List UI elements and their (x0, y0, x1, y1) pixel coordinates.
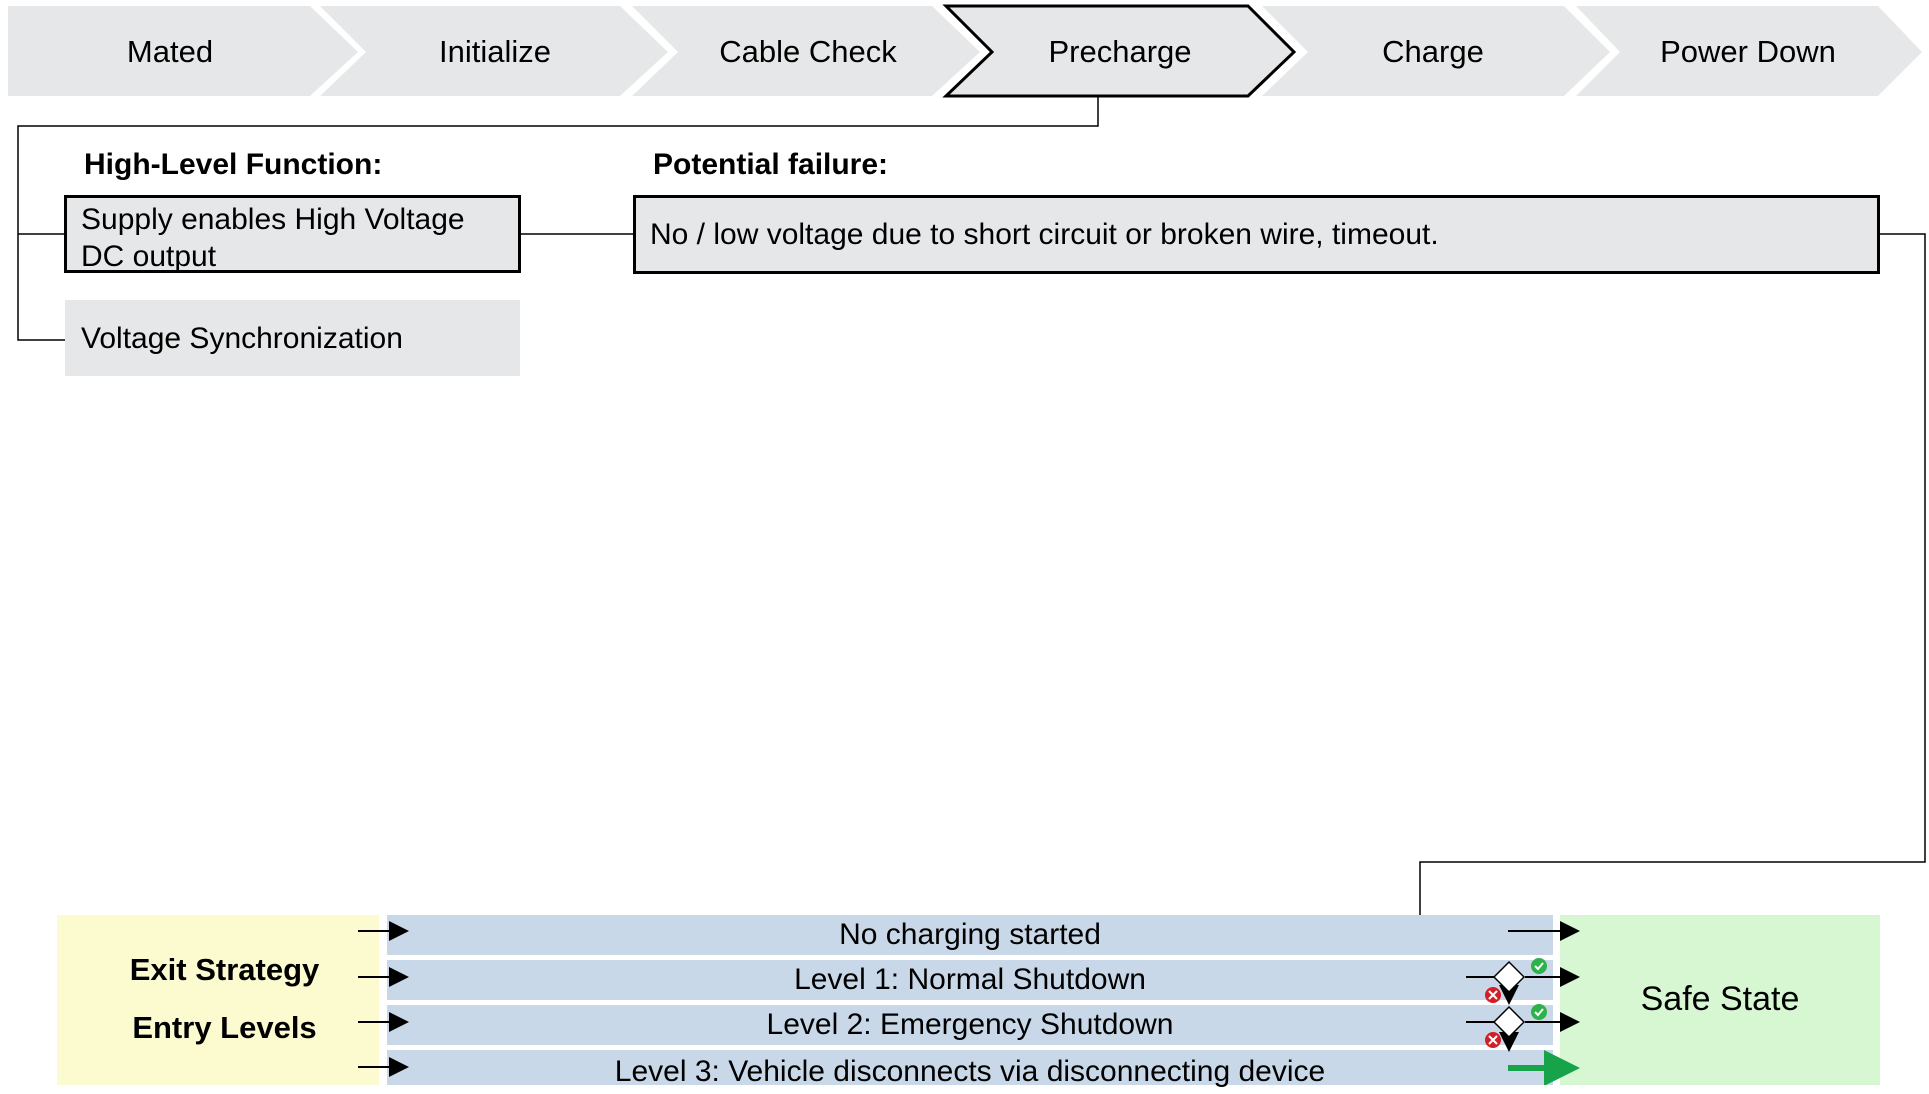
level-lane-level-3[interactable]: Level 3: Vehicle disconnects via disconn… (387, 1050, 1553, 1088)
level-lane-no-charging[interactable]: No charging started (387, 915, 1553, 955)
level-label: Level 1: Normal Shutdown (794, 963, 1146, 996)
check-icon (1531, 958, 1547, 974)
level-lane-level-2[interactable]: Level 2: Emergency Shutdown (387, 1005, 1553, 1045)
exit-strategy-panel (57, 915, 379, 1085)
step-label-initialize: Initialize (439, 34, 551, 69)
potential-failure-heading: Potential failure: (653, 148, 889, 181)
step-label-cable-check: Cable Check (719, 34, 897, 69)
level-lane-level-1[interactable]: Level 1: Normal Shutdown (387, 960, 1553, 1000)
exit-strategy-label: Exit Strategy (129, 952, 320, 987)
high-level-function-heading: High-Level Function: (84, 148, 383, 181)
level-label: No charging started (839, 918, 1101, 951)
check-icon (1531, 1004, 1547, 1020)
step-chevron-mated[interactable] (8, 6, 358, 96)
function-box-hv-output[interactable]: Supply enables High Voltage DC output (64, 195, 521, 273)
step-chevron-cable-check[interactable] (632, 6, 980, 96)
step-label-power-down: Power Down (1660, 34, 1836, 69)
function-box-label: Voltage Synchronization (81, 322, 403, 355)
function-box-line2: DC output (81, 240, 217, 273)
decision-diamond-icon (1492, 1005, 1526, 1039)
entry-levels-label: Entry Levels (132, 1010, 317, 1045)
step-label-charge: Charge (1382, 34, 1484, 69)
step-chevron-power-down[interactable] (1576, 6, 1922, 96)
level-label: Level 3: Vehicle disconnects via disconn… (614, 1055, 1326, 1088)
step-chevron-precharge[interactable] (942, 4, 1297, 98)
step-label-mated: Mated (126, 34, 214, 69)
safe-state-panel[interactable] (1560, 915, 1880, 1085)
step-chevron-charge[interactable] (1262, 6, 1610, 96)
function-box-line1: Supply enables High Voltage (81, 203, 465, 236)
cross-icon (1485, 987, 1501, 1003)
decision-diamond-icon (1492, 960, 1526, 994)
function-box-voltage-sync[interactable]: Voltage Synchronization (65, 300, 520, 376)
level-label: Level 2: Emergency Shutdown (766, 1008, 1174, 1041)
cross-icon (1485, 1032, 1501, 1048)
safe-state-label: Safe State (1640, 980, 1800, 1018)
step-chevron-initialize[interactable] (320, 6, 668, 96)
step-label-precharge: Precharge (1048, 34, 1192, 69)
failure-text: No / low voltage due to short circuit or… (650, 218, 1439, 251)
failure-box[interactable]: No / low voltage due to short circuit or… (633, 195, 1880, 274)
